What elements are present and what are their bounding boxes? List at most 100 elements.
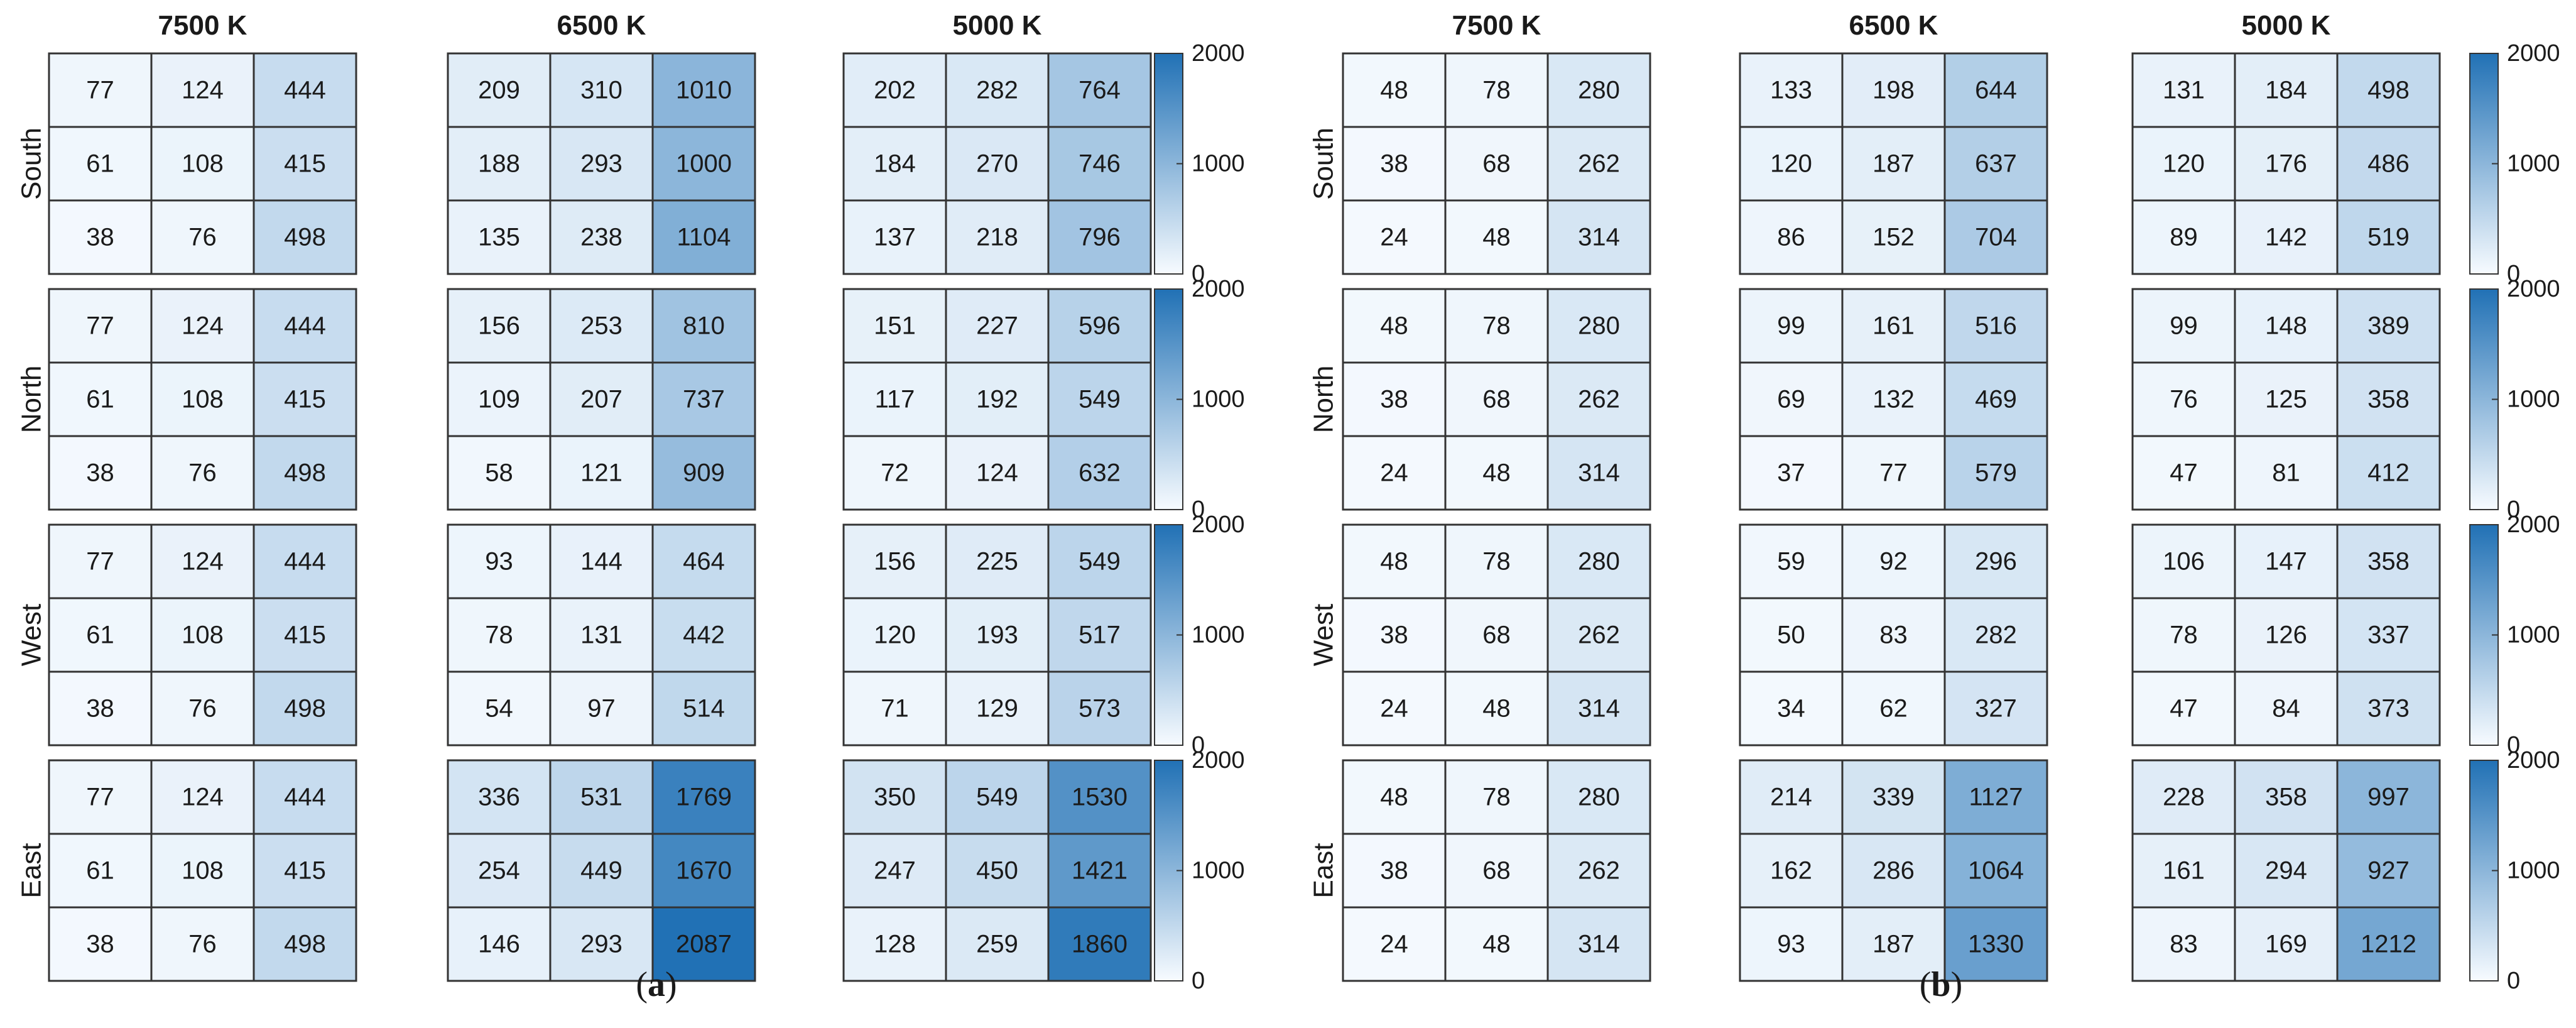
heatmap-cell: [549, 199, 654, 275]
cell-value-label: 108: [182, 150, 224, 178]
cell-value-label: 280: [1578, 784, 1620, 811]
heatmap-cell: [1047, 435, 1152, 511]
heatmap-cell: [651, 906, 756, 982]
cell-value-label: 764: [1079, 77, 1121, 104]
heatmap-cell: [2336, 523, 2441, 599]
cell-value-label: 124: [976, 459, 1018, 487]
heatmap-cell: [2336, 288, 2441, 364]
heatmap-cell: [1342, 52, 1447, 128]
cell-value-label: 810: [683, 312, 725, 340]
cell-value-label: 282: [976, 77, 1018, 104]
colorbar-tick-label: 1000: [2507, 151, 2560, 177]
cell-value-label: 184: [2265, 77, 2307, 104]
cell-value-label: 81: [2272, 459, 2300, 487]
heatmap-cell: [2234, 126, 2339, 202]
heatmap-cell: [651, 597, 756, 673]
heatmap-cell: [2131, 833, 2236, 909]
heatmap-cell: [48, 52, 153, 128]
cell-value-label: 38: [86, 459, 114, 487]
cell-value-label: 92: [1879, 548, 1908, 576]
cell-value-label: 99: [1777, 312, 1805, 340]
panel-label-letter: b: [1931, 965, 1950, 1004]
cell-value-label: 192: [976, 386, 1018, 413]
cell-value-label: 188: [478, 150, 520, 178]
cell-value-label: 76: [188, 224, 217, 251]
heatmap-cell: [1739, 670, 1844, 746]
cell-value-label: 142: [2265, 224, 2307, 251]
cell-value-label: 270: [976, 150, 1018, 178]
cell-value-label: 61: [86, 621, 114, 649]
cell-value-label: 93: [485, 548, 513, 576]
heatmap-cell: [651, 670, 756, 746]
colorbar-tick-label: 2000: [2507, 747, 2560, 774]
heatmap-cell: [842, 523, 947, 599]
heatmap-cell: [1342, 670, 1447, 746]
colorbar-tick-label: 2000: [1192, 511, 1245, 538]
heatmap-cell: [651, 523, 756, 599]
heatmap-cell: [447, 523, 552, 599]
cell-value-label: 202: [874, 77, 916, 104]
heatmap-cell: [150, 759, 255, 835]
cell-value-label: 228: [2163, 784, 2205, 811]
heatmap-cell: [2234, 906, 2339, 982]
heatmap-cell: [1546, 361, 1651, 437]
heatmap-cell: [1546, 523, 1651, 599]
cell-value-label: 516: [1975, 312, 2017, 340]
heatmap-cell: [2336, 906, 2441, 982]
cell-value-label: 106: [2163, 548, 2205, 576]
heatmap-cell: [1943, 523, 2048, 599]
heatmap-cell: [1841, 523, 1946, 599]
cell-value-label: 214: [1770, 784, 1812, 811]
colorbar-tick-label: 2000: [1192, 276, 1245, 302]
cell-value-label: 76: [2170, 386, 2198, 413]
heatmap-cell: [253, 906, 357, 982]
cell-value-label: 218: [976, 224, 1018, 251]
cell-value-label: 531: [580, 784, 622, 811]
cell-value-label: 632: [1079, 459, 1121, 487]
heatmap-cell: [2131, 199, 2236, 275]
colorbar-tick-label: 1000: [1192, 622, 1245, 648]
cell-value-label: 193: [976, 621, 1018, 649]
heatmap-cell: [1546, 435, 1651, 511]
cell-value-label: 148: [2265, 312, 2307, 340]
heatmap-cell: [1739, 833, 1844, 909]
colorbar-tick-label: 2000: [2507, 511, 2560, 538]
heatmap-cell: [48, 435, 153, 511]
cell-value-label: 517: [1079, 621, 1121, 649]
colorbar-tick-label: 1000: [1192, 151, 1245, 177]
heatmap-cell: [48, 288, 153, 364]
cell-value-label: 121: [580, 459, 622, 487]
heatmap-cell: [253, 523, 357, 599]
cell-value-label: 47: [2170, 695, 2198, 723]
colorbar-tick-label: 0: [1192, 496, 1205, 523]
cell-value-label: 310: [580, 77, 622, 104]
heatmap-cell: [447, 833, 552, 909]
heatmap-cell: [1342, 597, 1447, 673]
cell-value-label: 444: [284, 312, 326, 340]
cell-value-label: 176: [2265, 150, 2307, 178]
heatmap-cell: [842, 759, 947, 835]
cell-value-label: 126: [2265, 621, 2307, 649]
cell-value-label: 77: [86, 77, 114, 104]
cell-value-label: 38: [1380, 621, 1408, 649]
cell-value-label: 2087: [676, 931, 732, 958]
cell-value-label: 50: [1777, 621, 1805, 649]
column-title: 6500 K: [1849, 10, 1938, 41]
heatmap-cell: [1739, 435, 1844, 511]
cell-value-label: 1127: [1969, 784, 2023, 811]
cell-value-label: 59: [1777, 548, 1805, 576]
heatmap-cell: [1546, 759, 1651, 835]
heatmap-cell: [1546, 670, 1651, 746]
heatmap-cell: [1943, 199, 2048, 275]
heatmap-cell: [1444, 523, 1549, 599]
colorbar-tick-label: 1000: [2507, 622, 2560, 648]
cell-value-label: 48: [1482, 224, 1511, 251]
cell-value-label: 161: [2163, 857, 2205, 885]
